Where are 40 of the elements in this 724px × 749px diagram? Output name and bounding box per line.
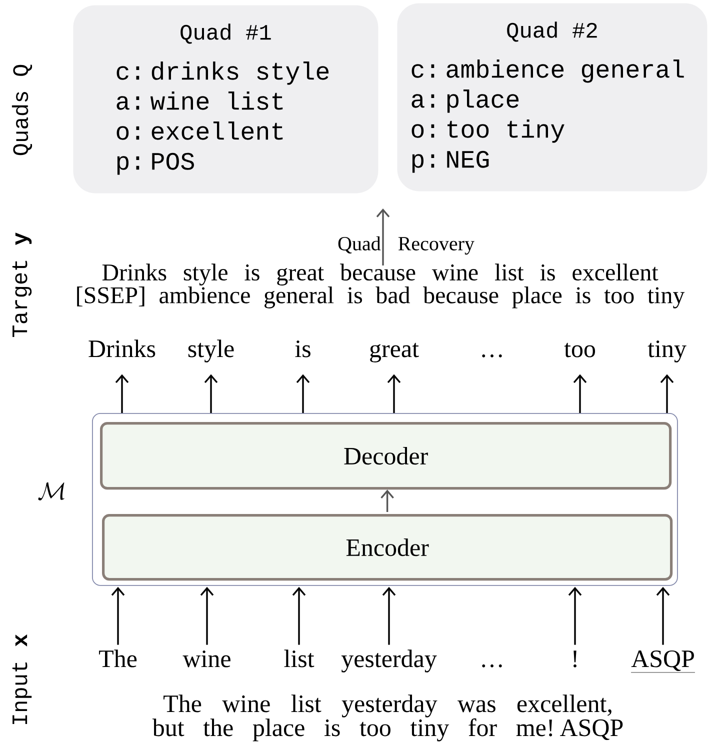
token: wine: [182, 650, 230, 668]
token: tiny: [648, 340, 686, 362]
arrow: [568, 586, 582, 645]
arrow: [292, 586, 306, 645]
quad-box: Quad #1 c: drinks style a: wine list o: excellent p: POS: [73, 5, 378, 194]
arrow: [380, 490, 394, 512]
arrow: [387, 374, 401, 413]
layer-box: Decoder: [100, 422, 672, 490]
token: list: [284, 650, 314, 668]
token: The: [99, 650, 137, 668]
axis-label: Input x: [12, 634, 32, 724]
token: style: [188, 340, 234, 362]
arrow: [200, 586, 214, 645]
token: Drinks: [88, 340, 156, 358]
token: is: [295, 340, 310, 358]
arrow: [296, 374, 310, 413]
token: …: [482, 354, 502, 358]
quad-box: Quad #2 c: ambience general a: place o: too tiny p: NEG: [397, 3, 708, 192]
layer-box: Encoder: [102, 514, 673, 581]
axis-label: Quads Q: [12, 64, 32, 156]
arrow: [204, 374, 218, 413]
token: too: [564, 342, 596, 358]
token: !: [574, 650, 576, 668]
model-symbol: $\mathcal{M}$: [38, 482, 64, 500]
token: great: [370, 342, 419, 362]
arrow: [382, 586, 396, 645]
arrow: [376, 208, 390, 266]
arrow: [656, 586, 670, 645]
model-box: [92, 413, 678, 586]
axis-label: Target y: [12, 232, 32, 337]
token: ASQP: [630, 650, 696, 673]
arrow: [660, 374, 674, 413]
arrow: [115, 374, 129, 413]
arrow: [111, 586, 125, 645]
token: …: [482, 664, 502, 668]
token: yesterday: [341, 650, 437, 672]
arrow: [573, 374, 587, 413]
input-sentence: The wine list yesterday was excellent, but the place is too tiny for me! ASQP: [152, 694, 623, 742]
target-sentence: Drinks style is great because wine list is excellent [SSEP] ambience general is bad because place is too tiny: [77, 264, 685, 308]
edge-label: Quad Recovery: [338, 236, 474, 255]
